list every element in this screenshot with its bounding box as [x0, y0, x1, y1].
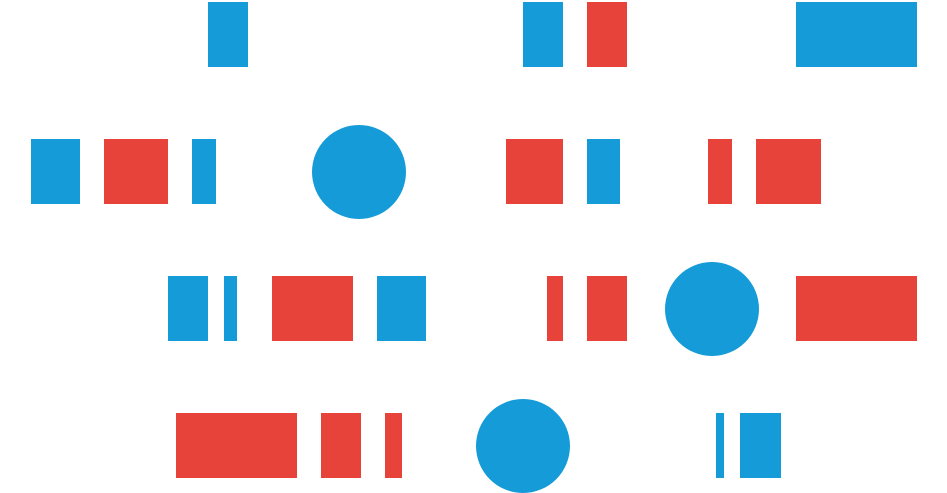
- row-1-red-bar-1: [587, 2, 627, 67]
- row-4-blue-circle: [476, 399, 570, 493]
- row-4-blue-bar-1: [716, 413, 724, 478]
- row-4-blue-bar-2: [740, 413, 781, 478]
- row-1-blue-bar-1: [208, 2, 248, 67]
- row-4-red-bar-3: [385, 413, 402, 478]
- row-3-blue-bar-3: [377, 276, 426, 341]
- row-2-blue-circle: [312, 125, 406, 219]
- row-3-red-bar-4: [796, 276, 917, 341]
- row-3-red-bar-2: [547, 276, 563, 341]
- row-2-red-bar-2: [506, 139, 563, 204]
- row-2-blue-bar-2: [192, 139, 216, 204]
- row-3-blue-bar-2: [224, 276, 237, 341]
- row-2-blue-bar-3: [587, 139, 620, 204]
- row-2-blue-bar-1: [31, 139, 80, 204]
- row-4-red-bar-2: [321, 413, 361, 478]
- row-2-red-bar-4: [756, 139, 821, 204]
- row-2-red-bar-1: [104, 139, 168, 204]
- row-3-blue-circle: [665, 262, 759, 356]
- row-1-blue-bar-3: [796, 2, 917, 67]
- row-3-red-bar-1: [272, 276, 353, 341]
- row-3-red-bar-3: [587, 276, 627, 341]
- row-2-red-bar-3: [708, 139, 732, 204]
- row-3-blue-bar-1: [168, 276, 208, 341]
- row-1-blue-bar-2: [523, 2, 563, 67]
- row-4-red-bar-1: [176, 413, 297, 478]
